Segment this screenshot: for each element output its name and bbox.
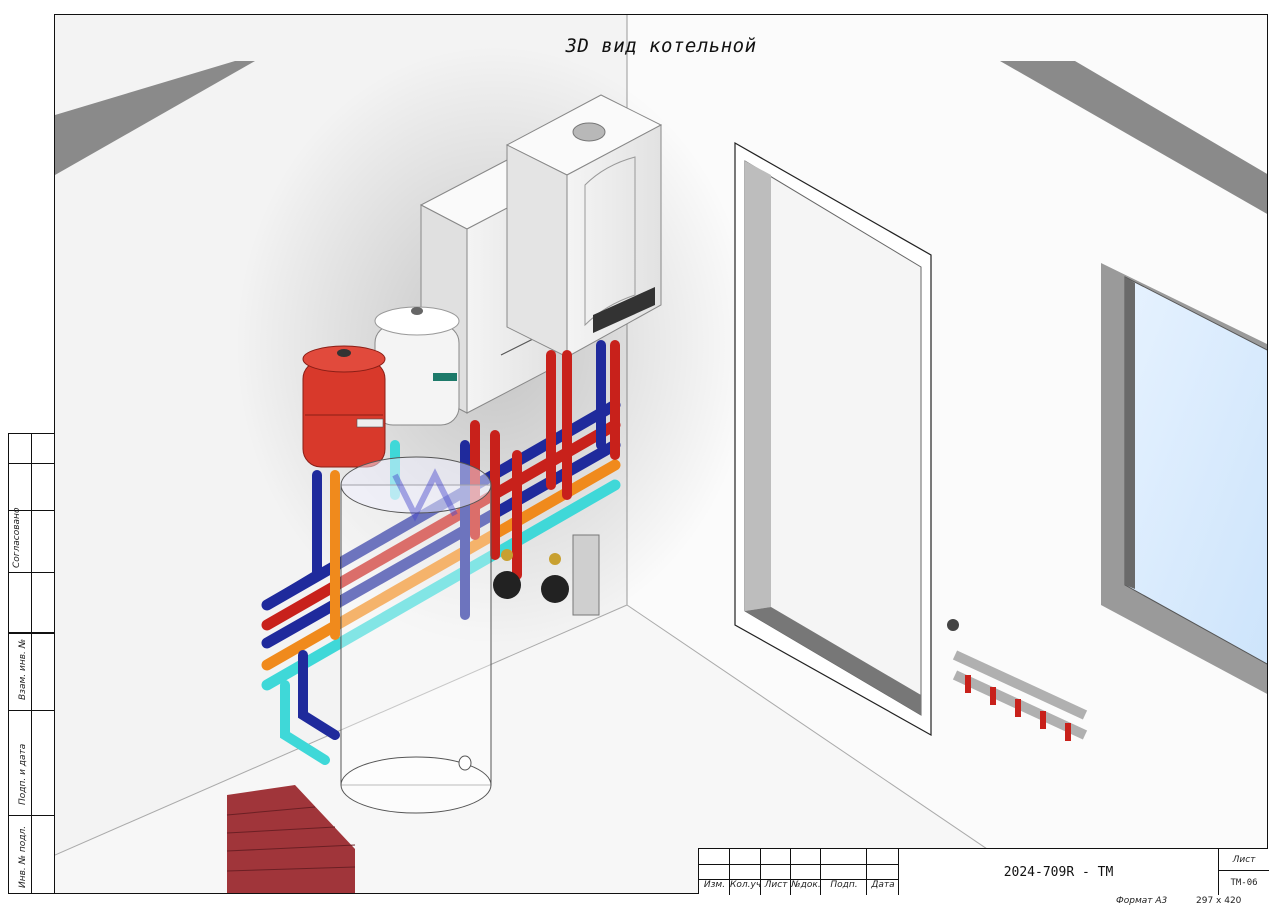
ceiling-beam-left [55,61,255,175]
wall-boiler-right [505,94,663,358]
expansion-tank-red [302,345,386,468]
pipework [261,340,621,765]
door-opening [734,141,932,737]
boiler-room-3d-view [55,15,1267,893]
tb-col-doc-no: №док. [791,880,821,890]
stamp-inv-exchange-label: Взам. инв. № [18,638,28,700]
sheet-label: Лист [1219,849,1269,871]
drawing-sheet: 3D вид котельной [54,14,1268,894]
heating-manifold [947,619,1088,741]
tb-col-change: Изм. [703,880,726,890]
tb-col-sheet: Лист [764,880,788,890]
tb-col-date: Дата [871,880,895,890]
format-size: 297 x 420 [1196,896,1242,906]
stamp-sign-date-label: Подп. и дата [18,743,28,805]
title-block: Изм. Кол.уч Лист №док. Подп. Дата 2024-7… [698,848,1269,895]
drawing-title: 3D вид котельной [565,35,757,57]
sheet-number: ТМ-06 [1230,878,1258,888]
tb-col-sign: Подп. [830,880,858,890]
stamp-inv-original-label: Инв. № подл. [18,825,28,888]
stamp-agreed-label: Согласовано [12,507,22,568]
ceiling-beam-right [1000,61,1267,214]
tb-col-qty: Кол.уч [730,880,762,890]
brick-wall-fragment [226,785,356,893]
document-code: 2024-709R - ТМ [899,849,1219,895]
format-label: Формат А3 [1116,896,1168,906]
expansion-tank-white [374,306,460,426]
circulation-pumps [493,534,600,616]
water-heater-tank [340,456,492,814]
window [1101,263,1267,694]
sheet-box: Лист ТМ-06 [1219,849,1269,895]
